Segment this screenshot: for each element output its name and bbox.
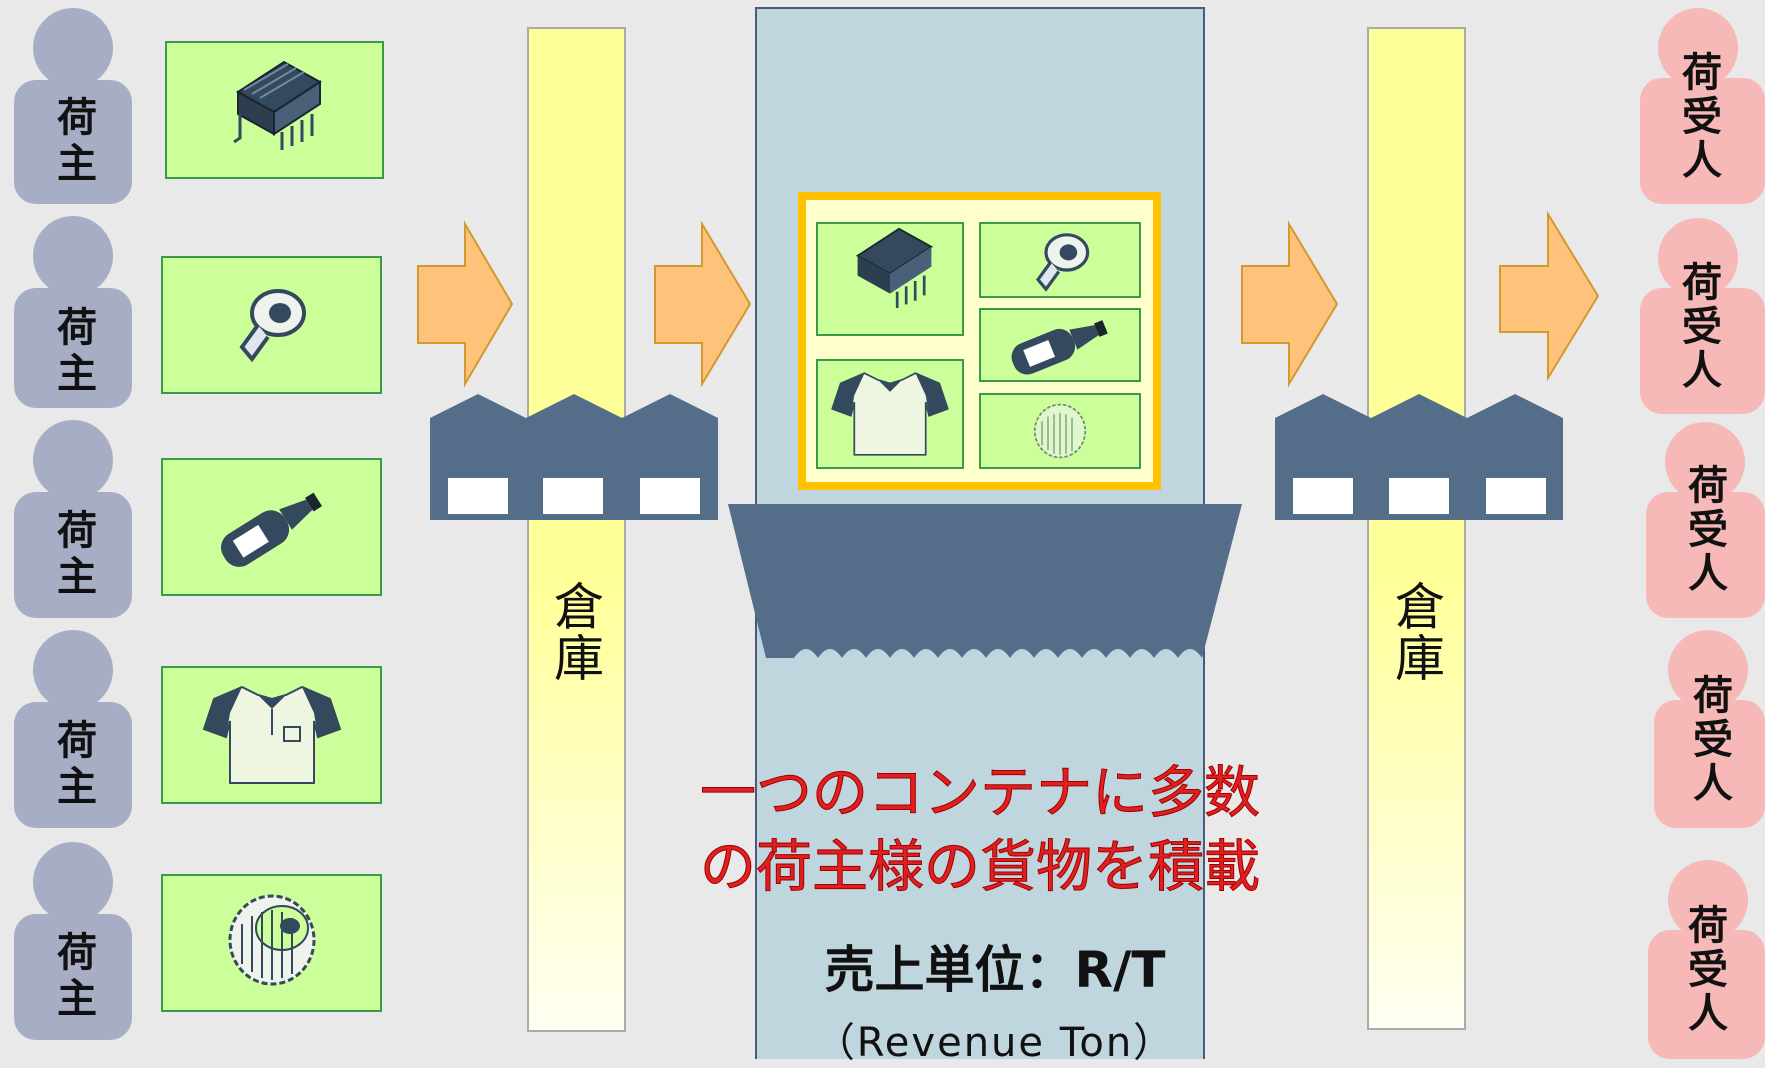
polo-shirt-icon	[831, 372, 949, 456]
shipper-label: 荷主	[50, 509, 96, 601]
bolt-icon	[1035, 233, 1090, 292]
shipper-label: 荷主	[50, 306, 96, 398]
sales-unit-note: （Revenue Ton）	[814, 1020, 1176, 1066]
sales-unit: 売上単位：R/T	[824, 941, 1166, 999]
arrow-icon	[1241, 220, 1339, 388]
warehouse-label-right: 倉庫	[1387, 580, 1445, 684]
receiver-figure	[1640, 8, 1765, 204]
receiver-label: 荷受人	[1675, 261, 1721, 393]
warehouse-bar-left	[527, 27, 626, 1032]
shipper-label: 荷主	[50, 96, 96, 188]
shipper-figure	[14, 420, 132, 618]
shipper-label: 荷主	[50, 719, 96, 811]
warehouse-building-right	[1275, 394, 1563, 520]
arrow-icon	[417, 220, 514, 388]
warehouse-label-left: 倉庫	[546, 580, 604, 684]
gear-icon	[228, 894, 316, 986]
polo-shirt-icon	[202, 685, 342, 784]
receiver-figure	[1646, 422, 1765, 618]
chip-icon	[855, 227, 934, 309]
container-description-line2: の荷主様の貨物を積載	[700, 835, 1261, 901]
arrow-icon	[654, 220, 752, 388]
receiver-label: 荷受人	[1681, 904, 1727, 1036]
receiver-label: 荷受人	[1675, 51, 1721, 183]
ship-hull	[728, 504, 1242, 658]
bolt-icon	[239, 289, 306, 363]
chip-icon	[233, 60, 322, 150]
receiver-figure	[1640, 218, 1765, 414]
bottle-icon	[221, 492, 323, 567]
arrow-icon	[1499, 210, 1600, 382]
flow-arrows	[417, 210, 1600, 388]
warehouse-bar-right	[1367, 27, 1466, 1030]
receiver-label: 荷受人	[1686, 674, 1732, 806]
receiver-figure	[1654, 630, 1765, 828]
shipper-figure	[14, 8, 132, 204]
shipper-figure	[14, 842, 132, 1040]
bottle-icon	[1011, 320, 1108, 375]
gear-icon	[1033, 403, 1087, 459]
shipper-figures	[14, 8, 132, 1040]
shipper-figure	[14, 630, 132, 828]
receiver-figure	[1648, 860, 1765, 1059]
receiver-label: 荷受人	[1681, 464, 1727, 596]
warehouse-building-left	[430, 394, 718, 520]
container-description-line1: 一つのコンテナに多数	[700, 761, 1261, 827]
shipper-figure	[14, 216, 132, 408]
receiver-figures	[1640, 8, 1765, 1059]
shipper-label: 荷主	[50, 931, 96, 1023]
